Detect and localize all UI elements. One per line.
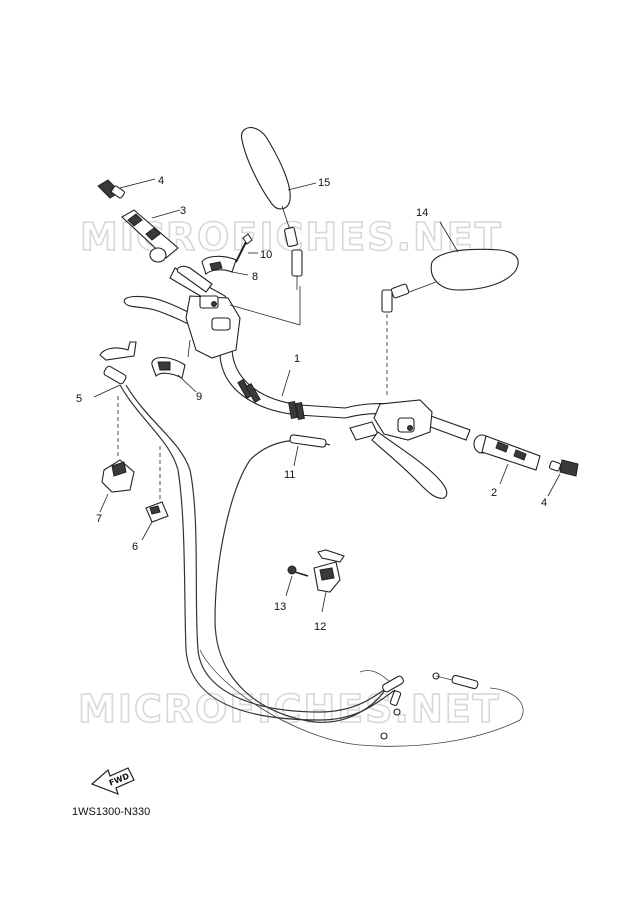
callout-9: 9 <box>196 391 202 403</box>
right-switch-housing <box>349 399 433 441</box>
bracket-12 <box>313 549 345 593</box>
throttle-cables <box>119 384 524 747</box>
mirror-right <box>381 248 519 398</box>
mirror-left <box>241 127 303 290</box>
callout-15: 15 <box>318 177 330 189</box>
callout-4-right: 4 <box>541 497 547 509</box>
cable-adjuster-5 <box>99 341 137 385</box>
callout-12: 12 <box>314 621 326 633</box>
cable-end-fittings <box>380 672 479 740</box>
callout-4-top: 4 <box>158 175 164 187</box>
clip-7 <box>101 396 135 493</box>
callout-1: 1 <box>294 353 300 365</box>
screw-10 <box>235 233 253 263</box>
clamp-9 <box>151 339 191 379</box>
callout-numbers: 1 2 3 4 4 5 6 7 8 9 10 11 12 13 14 15 <box>76 175 547 633</box>
holder-8 <box>201 255 237 276</box>
left-switch-housing <box>185 286 301 359</box>
clutch-cable <box>214 434 386 723</box>
right-grip <box>473 434 541 471</box>
right-lever <box>371 431 448 499</box>
left-grip-end <box>97 179 125 199</box>
callout-leaders <box>93 178 561 613</box>
fwd-arrow-icon: FWD <box>90 767 135 796</box>
bolt-13 <box>287 565 309 577</box>
callout-2: 2 <box>491 487 497 499</box>
callout-5: 5 <box>76 393 82 405</box>
diagram-code: 1WS1300-N330 <box>72 806 150 818</box>
callout-7: 7 <box>96 513 102 525</box>
callout-3: 3 <box>180 205 186 217</box>
callout-6: 6 <box>132 541 138 553</box>
clip-6 <box>145 446 169 523</box>
callout-8: 8 <box>252 271 258 283</box>
callout-11: 11 <box>284 469 295 481</box>
right-grip-end <box>548 459 579 477</box>
callout-13: 13 <box>274 601 286 613</box>
watermark-bottom: MICROFICHES.NET <box>78 687 501 731</box>
callout-14: 14 <box>416 207 428 219</box>
left-grip <box>121 209 213 293</box>
callout-10: 10 <box>260 249 272 261</box>
